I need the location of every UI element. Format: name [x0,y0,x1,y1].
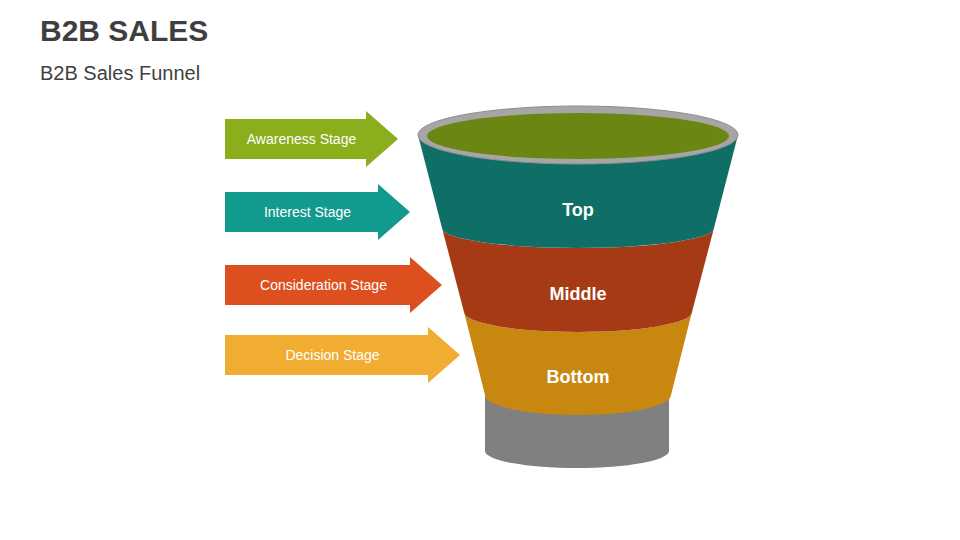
stage-arrow: Decision Stage [225,327,460,383]
stage-label: Decision Stage [285,347,379,363]
band-label: Top [562,200,594,221]
stage-label: Interest Stage [264,204,351,220]
funnel-spout-base [485,434,669,468]
subtitle: B2B Sales Funnel [40,62,200,85]
band-label: Middle [550,284,607,305]
title: B2B SALES [40,14,208,48]
band-label: Bottom [547,367,610,388]
band-shape [418,135,738,248]
stage-arrow: Interest Stage [225,184,410,240]
arrow-fill [225,327,460,383]
stage-label: Awareness Stage [247,131,356,147]
band-fill [442,228,714,332]
arrow-fill [225,184,410,240]
stage-arrow: Awareness Stage [225,111,398,167]
funnel-band: Top [418,135,738,248]
stage-label: Consideration Stage [260,277,387,293]
funnel-rim [418,106,738,164]
band-fill [464,312,692,415]
arrow-fill [225,111,398,167]
funnel-opening [427,113,729,159]
arrow-fill [225,257,442,313]
stage-arrow: Consideration Stage [225,257,442,313]
